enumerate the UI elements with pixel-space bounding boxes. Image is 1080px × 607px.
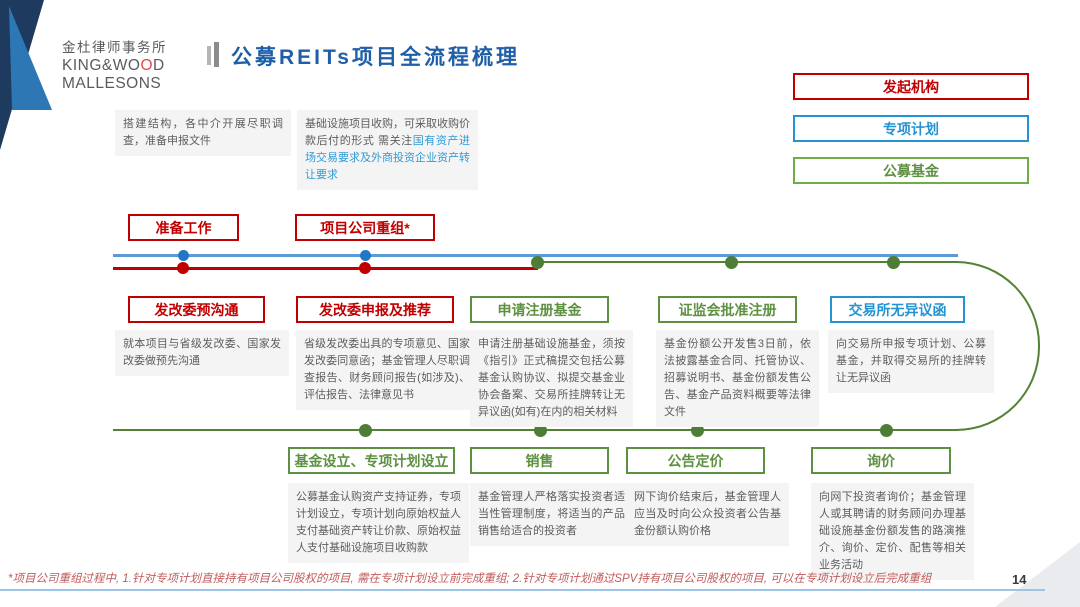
stage-ndrc-application: 发改委申报及推荐 <box>296 296 454 323</box>
timeline-fund-line-top <box>537 261 958 263</box>
desc-price-announcement: 网下询价结束后，基金管理人应当及时向公众投资者公告基金份额认购价格 <box>626 483 789 547</box>
desc-ndrc-application: 省级发改委出具的专项意见、国家发改委同意函；基金管理人尽职调查报告、财务顾问报告… <box>296 330 478 411</box>
milestone-dot-green-top-3 <box>887 256 900 269</box>
note-restructuring-line1: 基础设施项目收购，可采取收购价款后付的形式 <box>305 118 470 148</box>
milestone-dot-blue-2 <box>360 250 371 261</box>
milestone-dot-green-bottom-4 <box>880 424 893 437</box>
milestone-dot-blue-1 <box>178 250 189 261</box>
note-restructuring-prefix: 需关注 <box>378 135 413 148</box>
page-title: 公募REITs项目全流程梳理 <box>231 46 520 69</box>
stage-sales: 销售 <box>470 447 609 474</box>
stage-ndrc-pre-communication: 发改委预沟通 <box>128 296 265 323</box>
stage-exchange-no-objection: 交易所无异议函 <box>830 296 965 323</box>
legend-sponsor: 发起机构 <box>793 73 1029 100</box>
title-accent-bar-2 <box>214 42 219 67</box>
stage-fund-registration-application: 申请注册基金 <box>470 296 609 323</box>
stage-price-announcement: 公告定价 <box>626 447 765 474</box>
milestone-dot-green-bottom-2 <box>534 424 547 437</box>
desc-csrc-approval: 基金份额公开发售3日前，依法披露基金合同、托管协议、招募说明书、基金份额发售公告… <box>656 330 819 428</box>
legend-public-fund: 公募基金 <box>793 157 1029 184</box>
logo-english-line2: MALLESONS <box>62 75 162 93</box>
timeline-sponsor-line <box>113 267 538 270</box>
desc-ndrc-pre-communication: 就本项目与省级发改委、国家发改委做预先沟通 <box>115 330 289 377</box>
milestone-dot-green-bottom-1 <box>359 424 372 437</box>
stage-company-restructuring: 项目公司重组* <box>295 214 435 241</box>
note-restructuring: 基础设施项目收购，可采取收购价款后付的形式 需关注国有资产进场交易要求及外商投资… <box>297 110 478 191</box>
stage-preparation: 准备工作 <box>128 214 239 241</box>
desc-sales: 基金管理人严格落实投资者适当性管理制度，将适当的产品销售给适合的投资者 <box>470 483 633 547</box>
page-number: 14 <box>1012 572 1027 587</box>
logo-chinese-name: 金杜律师事务所 <box>62 40 167 55</box>
desc-exchange-no-objection: 向交易所申报专项计划、公募基金，并取得交易所的挂牌转让无异议函 <box>828 330 994 394</box>
title-accent-bar-1 <box>207 46 211 65</box>
logo-red-ring: O <box>140 57 153 74</box>
note-restructuring-highlight: 国有资产进场交易要求及外商投资企业资产转让要求 <box>305 135 471 182</box>
stage-csrc-approval: 证监会批准注册 <box>658 296 797 323</box>
logo-english-line1: KING&WOOD <box>62 57 165 74</box>
milestone-dot-red-2 <box>359 262 371 274</box>
footer-rule <box>0 589 1045 591</box>
desc-fund-registration-application: 申请注册基础设施基金，须按《指引》正式稿提交包括公募基金认购协议、拟提交基金业协… <box>470 330 633 428</box>
stage-fund-plan-establishment: 基金设立、专项计划设立 <box>288 447 455 474</box>
desc-inquiry: 向网下投资者询价；基金管理人或其聘请的财务顾问办理基础设施基金份额发售的路演推介… <box>811 483 974 581</box>
kwm-logo: 金杜律师事务所 KING&WOOD MALLESONS <box>62 36 167 94</box>
milestone-dot-green-top-1 <box>531 256 544 269</box>
milestone-dot-green-bottom-3 <box>691 424 704 437</box>
footnote: *项目公司重组过程中, 1.针对专项计划直接持有项目公司股权的项目, 需在专项计… <box>8 573 932 585</box>
stage-inquiry: 询价 <box>811 447 951 474</box>
desc-fund-plan-establishment: 公募基金认购资产支持证券，专项计划设立，专项计划向原始权益人支付基础资产转让价款… <box>288 483 469 564</box>
timeline-special-plan-line <box>113 254 958 257</box>
milestone-dot-green-top-2 <box>725 256 738 269</box>
legend-special-plan: 专项计划 <box>793 115 1029 142</box>
milestone-dot-red-1 <box>177 262 189 274</box>
note-preparation: 搭建结构，各中介开展尽职调查，准备申报文件 <box>115 110 291 157</box>
